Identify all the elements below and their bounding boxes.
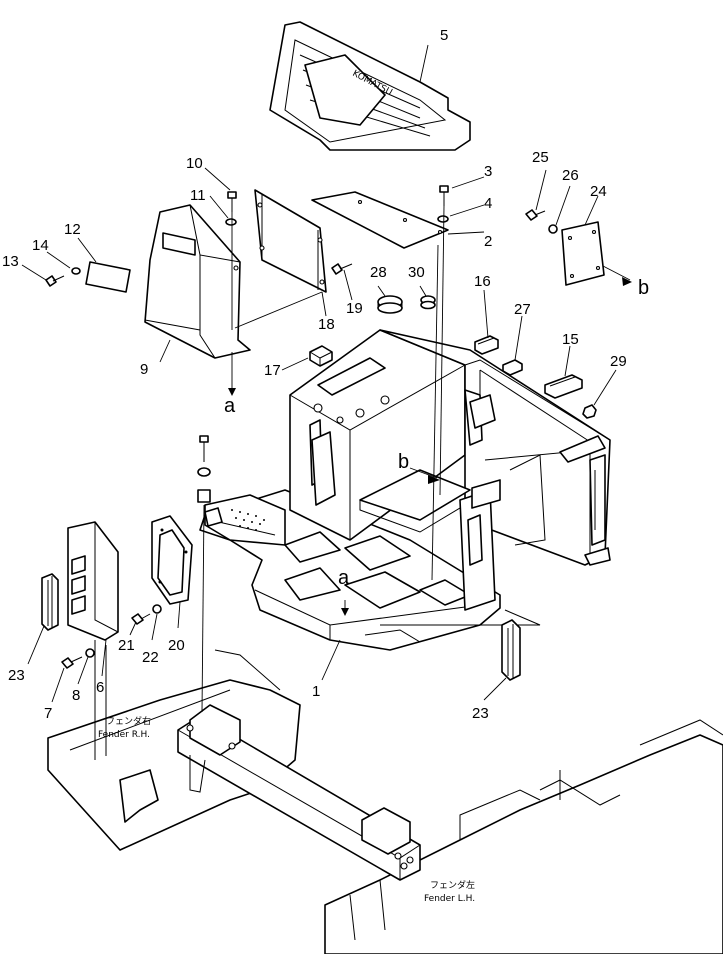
fender-lh-en: Fender L.H. xyxy=(424,894,475,904)
callout-6: 6 xyxy=(96,679,104,696)
part-21-bolt xyxy=(131,613,151,625)
callout-28: 28 xyxy=(370,264,387,281)
connector-a-top: a xyxy=(224,395,236,417)
callout-13: 13 xyxy=(2,253,19,270)
grille xyxy=(231,509,265,531)
part-25-bolt xyxy=(525,209,546,221)
connector-arrows xyxy=(228,277,632,616)
part-19-bolt xyxy=(331,263,353,275)
fender-rh-en: Fender R.H. xyxy=(98,730,150,740)
connector-a-floor: a xyxy=(338,567,350,589)
connector-b-plate: b xyxy=(638,277,649,299)
part-11-washer xyxy=(225,218,237,226)
fender-rh-jp: フェンダ右 xyxy=(106,715,151,727)
part-23-guard-left xyxy=(41,573,59,631)
callout-21: 21 xyxy=(118,637,135,654)
part-17-block xyxy=(309,345,333,367)
part-22-washer xyxy=(152,604,162,614)
mount-bolt-stack xyxy=(197,435,211,503)
part-2-top-plate xyxy=(311,191,449,249)
part-7-bolt xyxy=(61,656,83,669)
part-8-washer xyxy=(85,648,95,658)
connector-letters: a a b b xyxy=(224,277,649,589)
part-14-washer xyxy=(71,267,81,275)
callout-16: 16 xyxy=(474,273,491,290)
callout-20: 20 xyxy=(168,637,185,654)
part-15-block xyxy=(544,374,583,399)
callout-7: 7 xyxy=(44,705,52,722)
part-27-block xyxy=(502,359,523,376)
part-3-bolt xyxy=(439,185,449,206)
callout-18: 18 xyxy=(318,316,335,333)
callout-9: 9 xyxy=(140,361,148,378)
part-6-side-panel xyxy=(67,521,119,641)
callout-8: 8 xyxy=(72,687,80,704)
part-24-plate xyxy=(561,221,605,286)
fender-rh xyxy=(47,640,301,851)
connector-b-frame: b xyxy=(398,451,409,473)
fender-lh-jp: フェンダ左 xyxy=(430,879,475,891)
callout-11: 11 xyxy=(190,187,206,204)
part-16-block xyxy=(474,335,499,355)
part-20-frame xyxy=(151,515,193,605)
callout-3: 3 xyxy=(484,163,492,180)
callout-27: 27 xyxy=(514,301,531,318)
part-9-side-cover xyxy=(144,204,251,359)
part-5-top-cover: KOMATSU xyxy=(269,21,471,151)
part-28-cap xyxy=(377,295,403,314)
callout-2: 2 xyxy=(484,233,492,250)
part-30-cap xyxy=(420,295,436,310)
callout-5: 5 xyxy=(440,27,448,44)
callout-12: 12 xyxy=(64,221,81,238)
callout-22: 22 xyxy=(142,649,159,666)
part-26-washer xyxy=(548,224,558,234)
callout-19: 19 xyxy=(346,300,363,317)
callout-14: 14 xyxy=(32,237,49,254)
callout-29: 29 xyxy=(610,353,627,370)
part-23-guard-right xyxy=(501,619,521,681)
callout-17: 17 xyxy=(264,362,281,379)
callout-26: 26 xyxy=(562,167,579,184)
callout-23-right: 23 xyxy=(472,705,489,722)
part-12-plate xyxy=(85,261,131,293)
callout-24: 24 xyxy=(590,183,607,200)
callout-30: 30 xyxy=(408,264,425,281)
part-1-main-frame xyxy=(199,329,611,651)
fender-notes: フェンダ右 Fender R.H. フェンダ左 Fender L.H. xyxy=(98,715,475,904)
callout-10: 10 xyxy=(186,155,203,172)
part-4-washer xyxy=(437,215,449,223)
part-13-bolt xyxy=(45,275,65,287)
callout-labels: 5 3 4 2 10 11 12 14 13 9 18 19 17 28 30 … xyxy=(2,27,627,722)
part-18-plate xyxy=(254,189,327,293)
callout-4: 4 xyxy=(484,195,492,212)
callout-15: 15 xyxy=(562,331,579,348)
fender-lh xyxy=(324,719,723,954)
callout-23-left: 23 xyxy=(8,667,25,684)
assembly-lines xyxy=(21,44,631,713)
part-29-bolt xyxy=(582,404,597,419)
cross-beam xyxy=(177,704,421,881)
callout-1: 1 xyxy=(312,683,320,700)
callout-25: 25 xyxy=(532,149,549,166)
part-10-bolt xyxy=(227,191,237,212)
